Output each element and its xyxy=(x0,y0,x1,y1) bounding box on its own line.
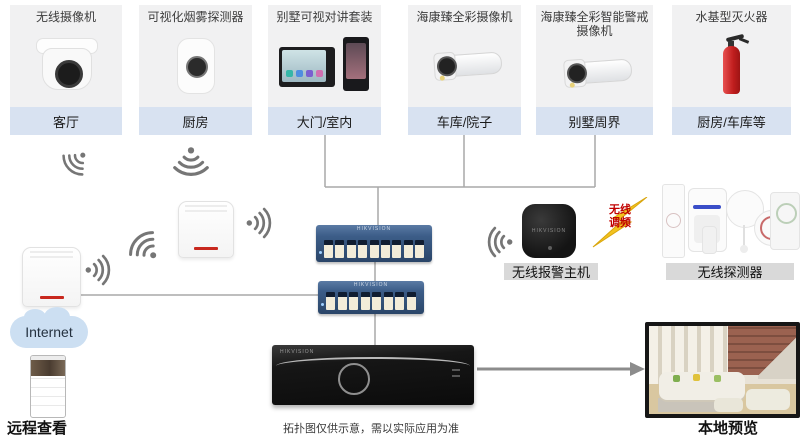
card-smart-alert-camera: 海康臻全彩智能警戒摄像机 别墅周界 xyxy=(536,5,653,135)
wireless-fm-label: 无线调频 xyxy=(609,204,631,229)
nvr-to-tv-arrow xyxy=(477,362,645,376)
card-title: 水基型灭火器 xyxy=(695,10,768,24)
host-brand: HIKVISION xyxy=(531,228,567,235)
card-video-intercom: 别墅可视对讲套装 大门/室内 xyxy=(268,5,381,135)
router-logo xyxy=(39,296,64,299)
card-title: 海康臻全彩智能警戒摄像机 xyxy=(540,10,649,38)
video-intercom-image xyxy=(278,36,371,95)
nvr: HIKVISION xyxy=(272,345,474,405)
switch-brand: HIKVISION xyxy=(353,282,389,288)
card-wireless-camera: 无线摄像机 客厅 xyxy=(10,5,122,135)
ptz-camera-image xyxy=(34,37,98,94)
network-switch-1: HIKVISION xyxy=(316,225,432,262)
card-location: 客厅 xyxy=(10,107,122,135)
local-preview-label: 本地预览 xyxy=(698,420,759,437)
wireless-detectors-label: 无线探测器 xyxy=(666,263,794,280)
card-title: 无线摄像机 xyxy=(35,10,96,24)
disclaimer-text: 拓扑图仅供示意，需以实际应用为准 xyxy=(283,423,459,435)
card-title: 别墅可视对讲套装 xyxy=(276,10,373,24)
internet-cloud: Internet xyxy=(10,307,88,348)
card-location: 大门/室内 xyxy=(268,107,381,135)
wifi-icon xyxy=(243,205,279,241)
internet-label: Internet xyxy=(25,324,73,340)
card-smoke-detector: 可视化烟雾探测器 厨房 xyxy=(139,5,252,135)
phone-app-grid xyxy=(31,376,65,414)
wifi-icon xyxy=(51,139,99,187)
wifi-icon xyxy=(480,224,516,260)
phone-app-banner xyxy=(31,360,65,376)
remote-view-label: 远程查看 xyxy=(7,420,68,437)
alarm-host-label: 无线报警主机 xyxy=(504,263,598,280)
wifi-icon xyxy=(82,252,118,288)
wireless-detectors-group xyxy=(658,176,800,262)
bullet-camera-image xyxy=(424,41,505,90)
wifi-icon xyxy=(170,143,212,185)
door-contact-image xyxy=(662,184,685,258)
switch-brand: HIKVISION xyxy=(356,226,392,232)
card-location: 车库/院子 xyxy=(408,107,521,135)
card-title: 海康臻全彩摄像机 xyxy=(416,10,513,24)
network-switch-2: HIKVISION xyxy=(318,281,424,314)
keyfob-image xyxy=(702,226,717,254)
card-fire-extinguisher: 水基型灭火器 厨房/车库等 xyxy=(672,5,791,135)
card-location: 别墅周界 xyxy=(536,107,653,135)
router-logo xyxy=(194,247,218,250)
card-colorvu-camera: 海康臻全彩摄像机 车库/院子 xyxy=(408,5,521,135)
wireless-alarm-host: HIKVISION xyxy=(522,204,576,258)
mesh-router xyxy=(22,247,81,307)
nvr-brand: HIKVISION xyxy=(280,349,315,355)
wall-sensor-image xyxy=(770,192,800,250)
card-location: 厨房/车库等 xyxy=(672,107,791,135)
tv-local-preview xyxy=(645,322,800,418)
switch-ports xyxy=(326,292,416,310)
mesh-router xyxy=(178,201,234,258)
switch-ports xyxy=(324,240,424,258)
mobile-phone xyxy=(30,355,66,418)
bullet-camera-image xyxy=(554,48,635,97)
nvr-dial xyxy=(338,363,370,395)
card-title: 可视化烟雾探测器 xyxy=(147,10,244,24)
lightning-bolt-icon: 无线调频 xyxy=(591,197,651,249)
smoke-detector-image xyxy=(176,37,215,94)
wifi-icon xyxy=(116,218,173,275)
fire-extinguisher-image xyxy=(712,33,752,96)
card-location: 厨房 xyxy=(139,107,252,135)
